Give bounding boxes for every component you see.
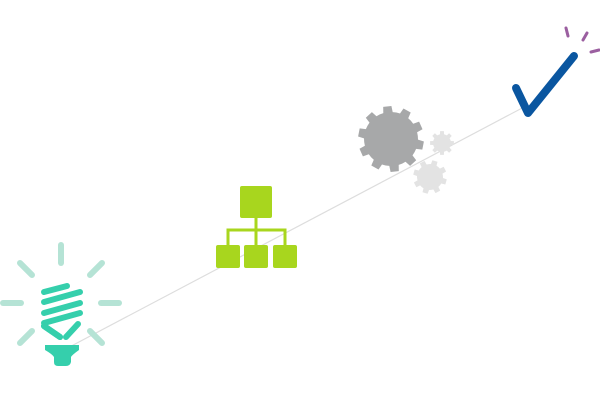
lightbulb-icon [0,242,122,366]
progress-path-line [59,105,527,353]
sparkle-icon [564,26,600,54]
small-gear-icon [430,131,454,155]
hierarchy-icon [216,186,297,268]
checkmark-icon [512,26,600,117]
medium-gear-icon [413,160,447,194]
gears-icon [358,106,454,194]
large-gear-icon [358,106,424,172]
